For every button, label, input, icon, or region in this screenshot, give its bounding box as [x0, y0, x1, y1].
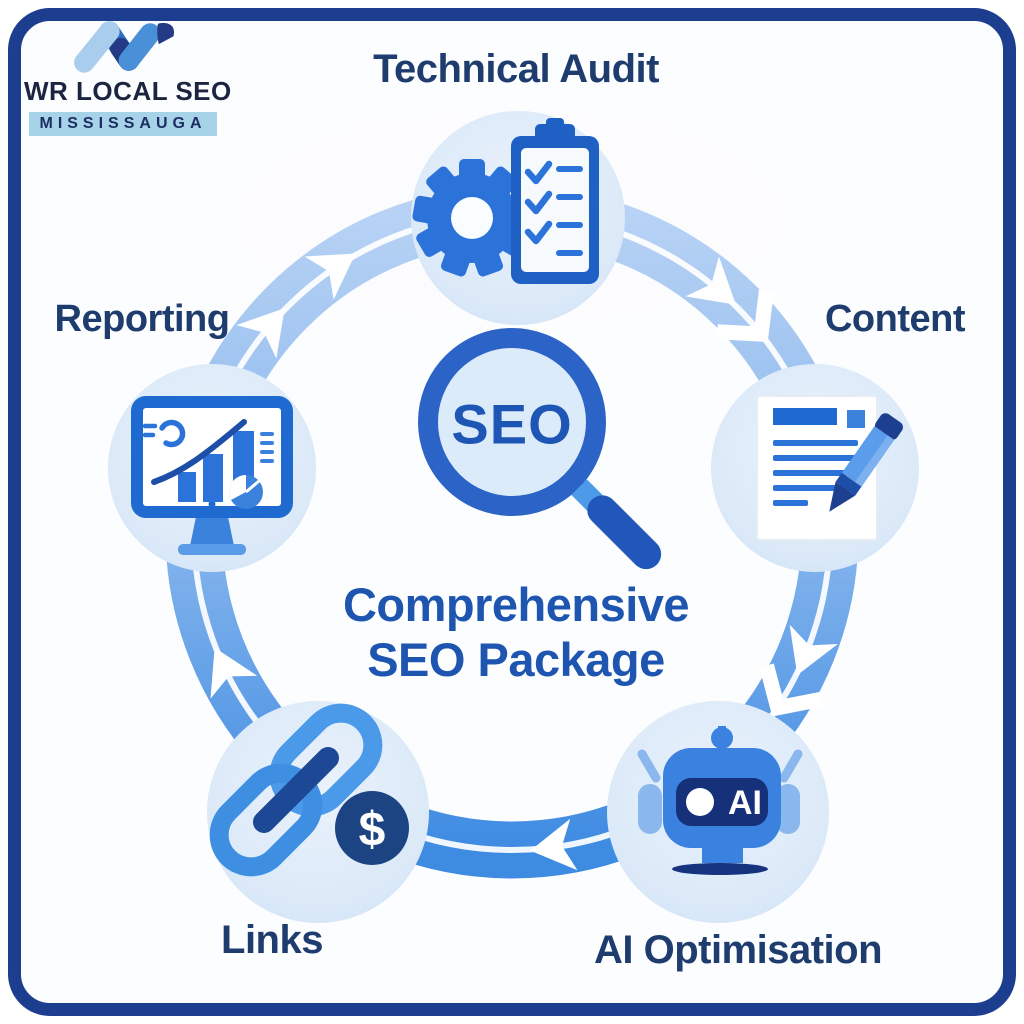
gear-checklist-icon: [412, 118, 599, 284]
reporting-node: [108, 364, 316, 572]
flow-arrow-icon: [236, 308, 285, 359]
technical-audit-node: [411, 111, 625, 325]
chain-link-icon: [209, 703, 383, 877]
node-label-reporting: Reporting: [54, 298, 230, 340]
ai-optimisation-node: AI: [607, 701, 829, 923]
magnifier-seo-text: SEO: [451, 393, 572, 456]
brand-w-mark-icon: [74, 21, 175, 73]
dollar-coin-icon: $: [335, 791, 409, 865]
pencil-icon: [829, 413, 903, 512]
magnifier-icon: SEO: [418, 328, 662, 570]
brand-name: WR LOCAL SEO: [24, 76, 232, 106]
node-label-content: Content: [824, 298, 966, 340]
node-label-ai-optimisation: AI Optimisation: [593, 928, 883, 972]
flow-arrow-icon: [210, 647, 258, 699]
analytics-monitor-icon: [131, 396, 293, 555]
content-node: [711, 364, 919, 572]
flow-arrow-icon: [304, 253, 356, 300]
document-pencil-icon: [756, 395, 903, 541]
node-label-links: Links: [221, 918, 323, 962]
center-title-line2: SEO Package: [367, 633, 665, 686]
brand-logo: WR LOCAL SEO MISSISSAUGA: [24, 16, 232, 136]
flow-arrow-icon: [685, 256, 736, 305]
links-node: $: [207, 701, 429, 923]
flow-arrow-icon: [530, 818, 578, 871]
node-label-technical-audit: Technical Audit: [373, 47, 659, 91]
center-title: Comprehensive SEO Package: [342, 577, 690, 687]
ai-robot-icon: AI: [637, 726, 803, 875]
ring-notch: [716, 289, 774, 343]
flow-arrow-icon: [789, 624, 838, 676]
ring-notch: [759, 663, 823, 717]
dollar-sign-text: $: [359, 804, 386, 857]
center-title-line1: Comprehensive: [342, 578, 690, 631]
robot-face-ai-text: AI: [728, 784, 762, 822]
brand-location-badge: MISSISSAUGA: [29, 112, 217, 136]
